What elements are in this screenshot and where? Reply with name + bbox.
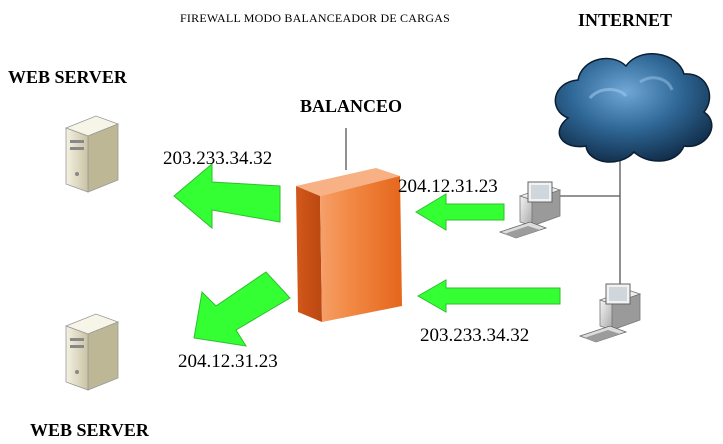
internet-cloud-icon [554,53,713,163]
ip-label-server-top: 203.233.34.32 [163,148,273,169]
arrow-to-server-top [173,162,281,230]
ip-label-client-top: 204.12.31.23 [398,176,498,197]
client-pc-bottom-icon [578,283,642,343]
web-server-bottom-label: WEB SERVER [30,420,149,440]
firewall-icon [296,168,402,322]
ip-label-server-bottom: 204.12.31.23 [178,351,278,372]
balancer-label: BALANCEO [300,96,403,116]
ip-label-client-bottom: 203.233.34.32 [420,325,530,346]
internet-label: INTERNET [578,10,673,30]
client-pc-top-icon [498,181,562,239]
network-lines [345,128,621,300]
diagram-title: FIREWALL MODO BALANCEADOR DE CARGAS [180,11,450,25]
arrow-from-client-top [415,193,505,231]
web-server-top-icon [64,115,120,193]
arrow-from-client-bottom [416,279,561,313]
web-server-bottom-icon [64,313,120,391]
web-server-top-label: WEB SERVER [8,67,127,87]
arrow-to-server-bottom [193,271,291,347]
